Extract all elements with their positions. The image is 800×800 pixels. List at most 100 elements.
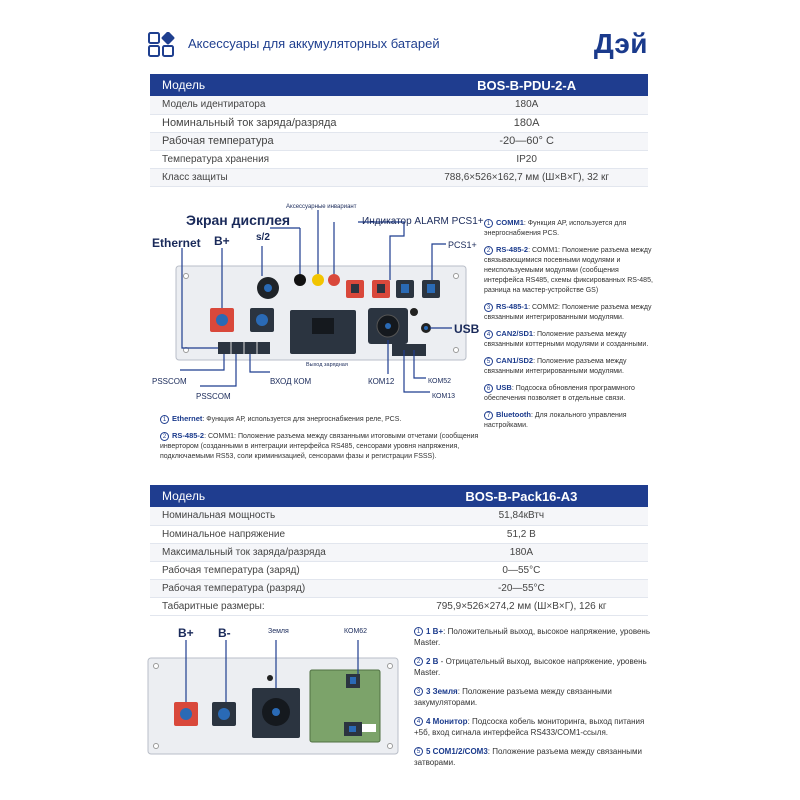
label-pcs1: PCS1+ [448, 240, 477, 250]
note-number: 6 [484, 383, 493, 393]
brand-logo: Дэй [593, 28, 648, 59]
table-head-value: BOS-B-PDU-2-A [405, 74, 648, 96]
note-number: 5 [484, 356, 493, 366]
note-number: 4 [414, 717, 423, 727]
note-text: : COMM1: Положение разъема между связанн… [160, 433, 479, 460]
table-head-label: Модель [150, 485, 395, 507]
label-kom13: КОМ13 [432, 393, 456, 400]
row-value: IP20 [405, 150, 648, 169]
label-zemlya: Земля [268, 628, 289, 635]
note-number: 4 [484, 329, 493, 339]
table-row: Рабочая температура (разряд)-20—55°C [150, 579, 648, 598]
note-key: 4 Монитор [426, 717, 468, 726]
row-label: Рабочая температура (разряд) [150, 579, 395, 598]
note-text: : Для локального управления настройками. [484, 412, 627, 429]
note-key: Ethernet [172, 414, 203, 423]
note-text: : Положение разъема между связанными зак… [414, 687, 612, 707]
note-number: 7 [484, 410, 493, 420]
label-vyhod: Выход зарядная [306, 362, 348, 368]
label-s2: s/2 [256, 232, 270, 243]
label-pack-bminus: B- [218, 626, 231, 640]
note-text: : Положение разъема между связанными зат… [414, 747, 642, 767]
accessory-logo-icon [148, 32, 175, 57]
row-label: Максимальный ток заряда/разряда [150, 543, 395, 562]
table-head-value: BOS-B-Pack16-A3 [394, 485, 648, 507]
table-row: Рабочая температура-20—60° C [150, 132, 648, 151]
table-head-label: Модель [150, 74, 406, 96]
note-number: 2 [160, 431, 169, 441]
row-label: Рабочая температура (заряд) [150, 561, 395, 580]
note-key: 3 Земля [426, 687, 458, 696]
note-text: : Функция АР, используется для энергосна… [202, 416, 402, 423]
note-number: 2 [414, 657, 423, 667]
note-key: 1 В+ [426, 627, 444, 636]
note-number: 1 [414, 627, 423, 637]
label-kom52: КОМ52 [428, 378, 452, 385]
row-label: Номинальное напряжение [150, 525, 395, 544]
row-value: -20—55°C [394, 579, 648, 598]
label-alarm: Индикатор ALARM PCS1+ [362, 216, 484, 227]
spec-table-pack: Модель BOS-B-Pack16-A3 Номинальная мощно… [150, 485, 648, 616]
label-pack-bplus: B+ [178, 626, 194, 640]
note-key: 2 В [426, 657, 439, 666]
label-psscom-1: PSSCOM [152, 377, 187, 386]
row-value: 180A [394, 543, 648, 562]
label-bplus: B+ [214, 234, 230, 248]
row-label: Номинальная мощность [150, 507, 395, 526]
note-number: 3 [484, 302, 493, 312]
label-vhod-kom: ВХОД КОМ [270, 377, 312, 386]
table-header-row: Модель BOS-B-PDU-2-A [150, 74, 648, 96]
row-label: Температура хранения [150, 150, 406, 169]
note-key: COMM1 [496, 218, 524, 227]
note-text: : Положение разъема между связанными кот… [484, 331, 649, 348]
note-key: RS-485-1 [496, 302, 529, 311]
label-accessory: Аксессуарные инвариант [286, 204, 357, 210]
note-key: CAN2/SD1 [496, 329, 534, 338]
row-value: 51,2 В [394, 525, 648, 544]
table-header-row: Модель BOS-B-Pack16-A3 [150, 485, 648, 507]
label-usb: USB [454, 322, 480, 336]
label-psscom-2: PSSCOM [196, 392, 231, 401]
label-ethernet: Ethernet [152, 236, 201, 250]
note-key: RS-485-2 [496, 245, 529, 254]
note-text: : COMM1: Положение разъема между связыва… [484, 247, 653, 294]
note-key: RS-485-2 [172, 431, 205, 440]
row-label: Табаритные размеры: [150, 597, 395, 616]
row-value: 180A [405, 114, 648, 133]
note-number: 2 [484, 245, 493, 255]
note-number: 5 [414, 747, 423, 757]
note-number: 1 [484, 218, 493, 228]
note-text: : Функция АР, используется для энергосна… [484, 220, 627, 237]
page-header: Аксессуары для аккумуляторных батарей Дэ… [148, 28, 650, 64]
note-key: 5 COM1/2/COM3 [426, 747, 488, 756]
note-key: USB [496, 383, 512, 392]
row-value: 788,6×526×162,7 мм (Ш×В×Г), 32 кг [405, 168, 648, 187]
note-key: Bluetooth [496, 410, 531, 419]
row-label: Класс защиты [150, 168, 406, 187]
header-title: Аксессуары для аккумуляторных батарей [188, 36, 440, 51]
table-row: Рабочая температура (заряд)0—55°C [150, 561, 648, 580]
note-text: : COMM2: Положение разъема между связанн… [484, 304, 652, 321]
label-kom12: КОМ12 [368, 377, 395, 386]
